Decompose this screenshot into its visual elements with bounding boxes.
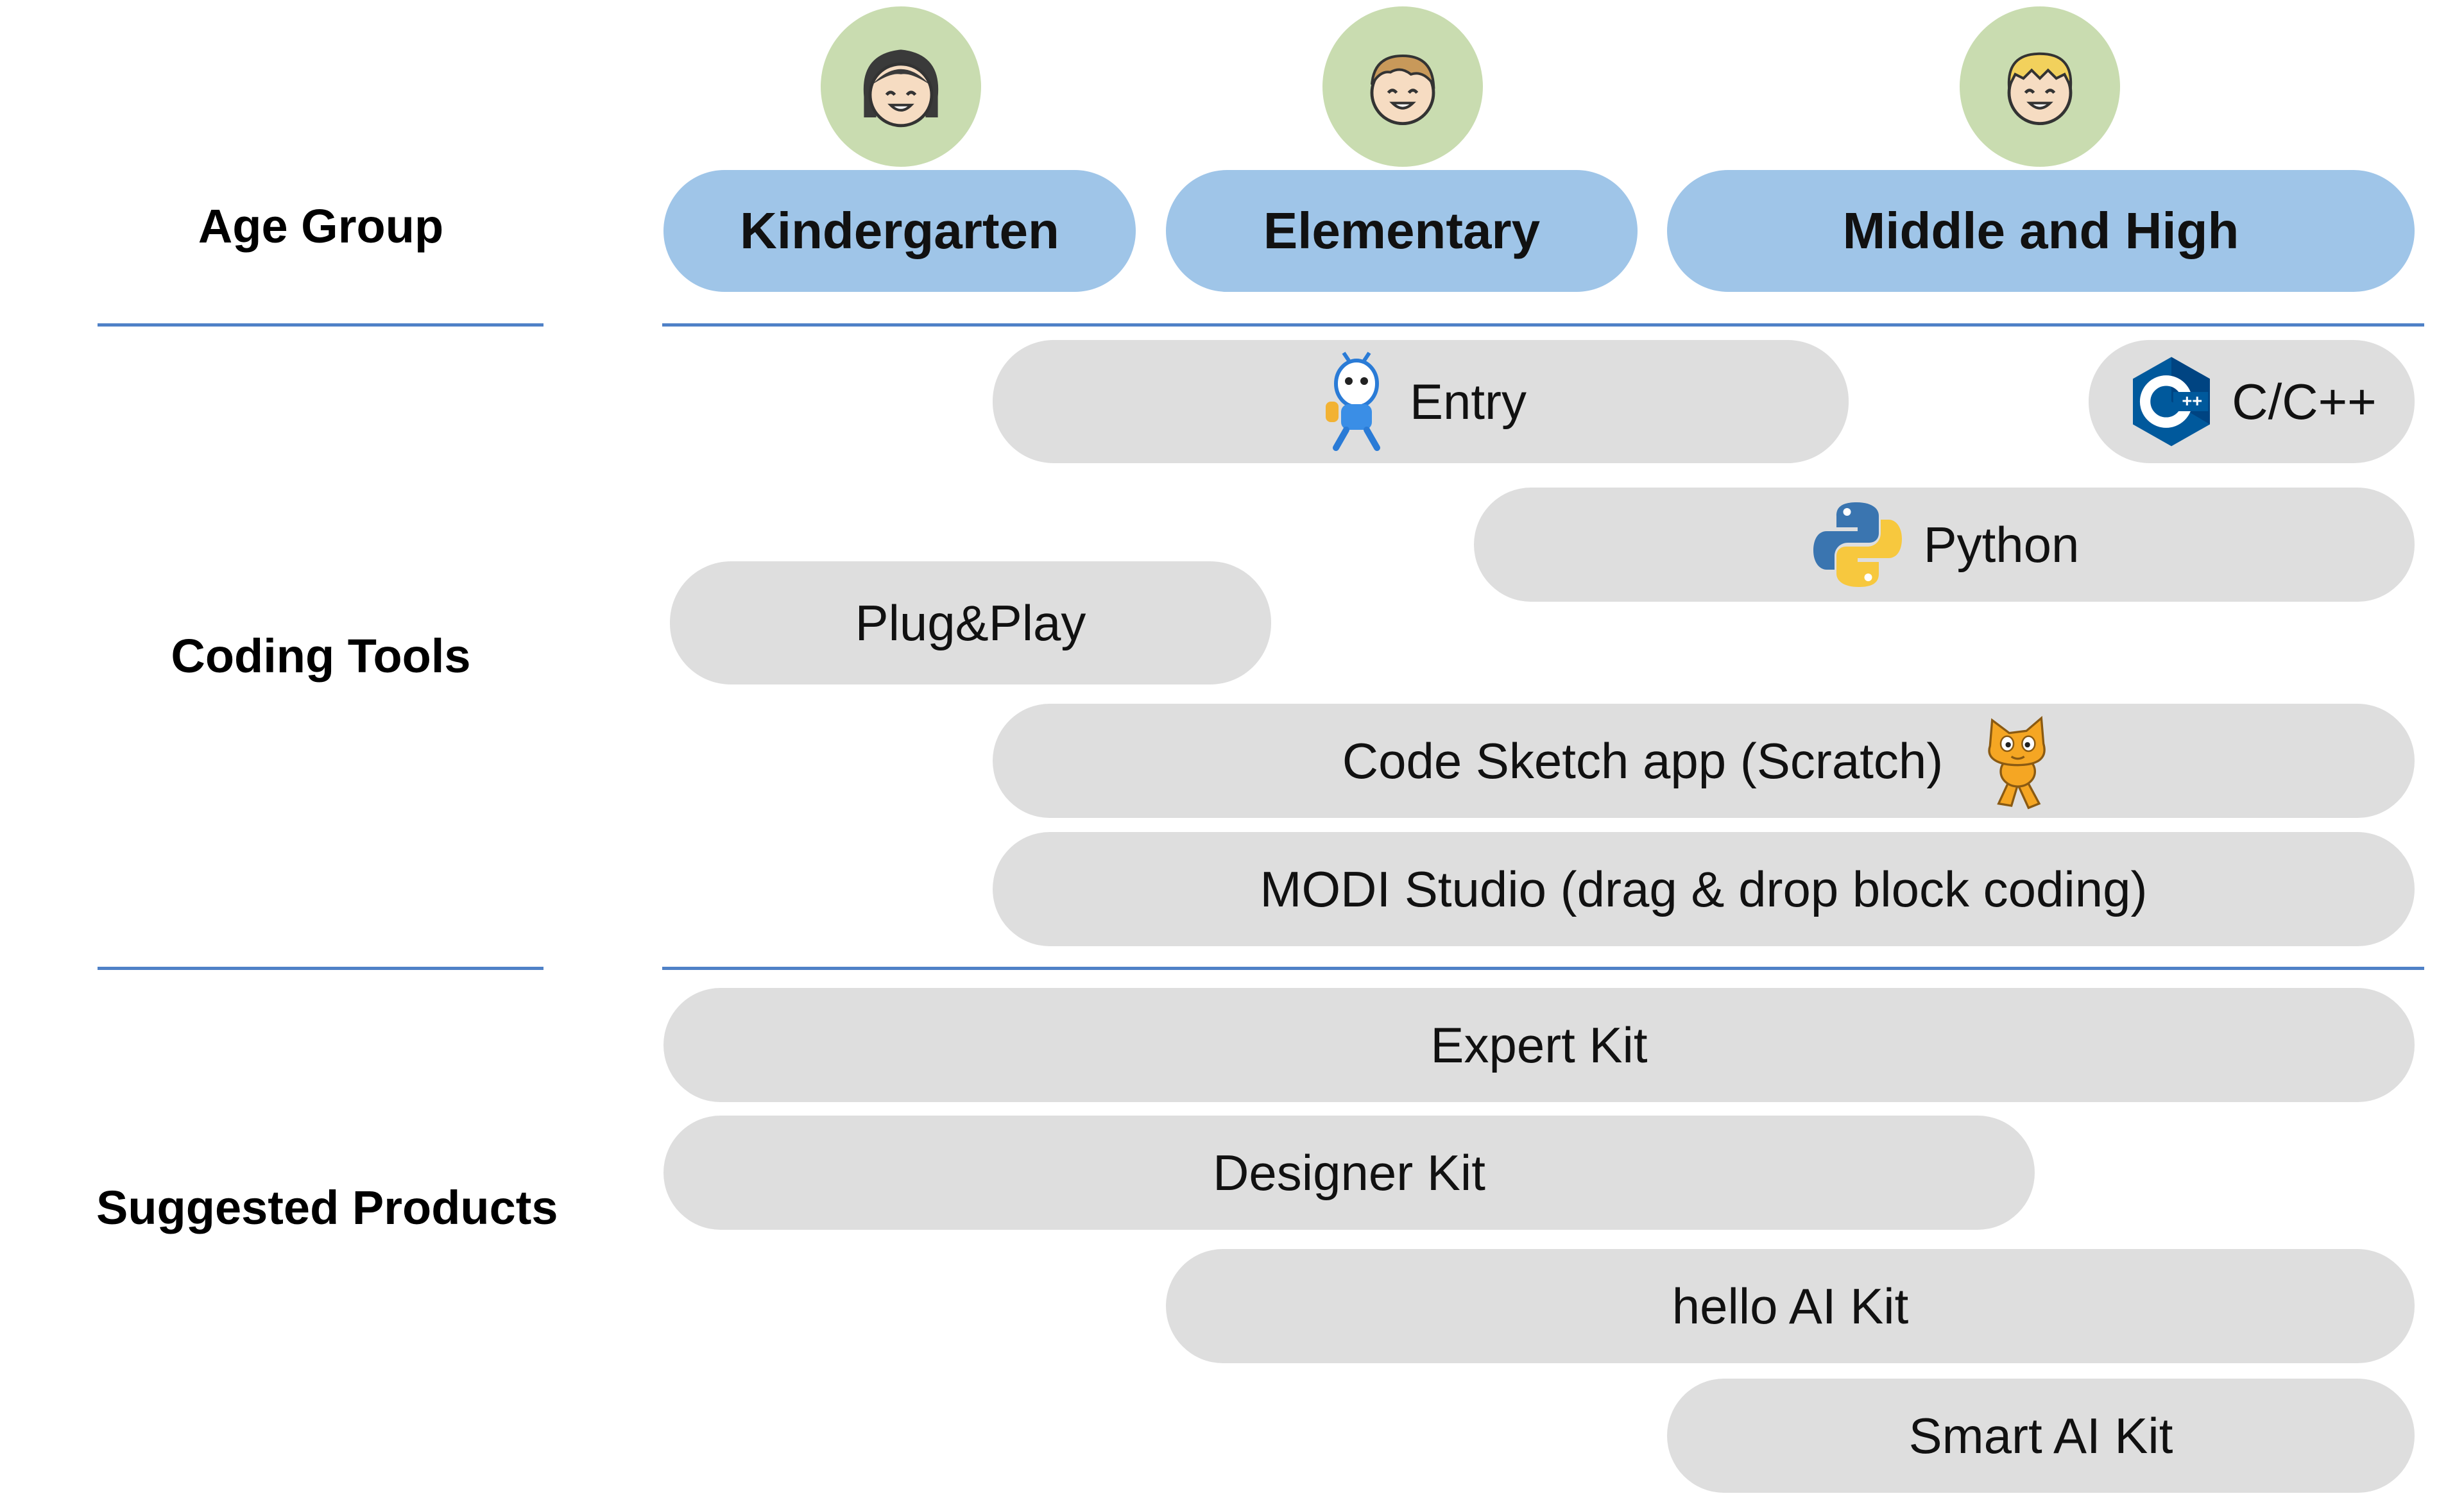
product-pill-designer-kit: Designer Kit (663, 1116, 2035, 1230)
product-pill-hello-ai-kit: hello AI Kit (1166, 1249, 2415, 1363)
product-pill-expert-kit: Expert Kit (663, 988, 2415, 1102)
divider-left-bottom (98, 967, 543, 970)
age-pill-elementary: Elementary (1166, 170, 1638, 292)
scratch-cat-icon (1988, 715, 2046, 810)
girl-face-icon (821, 6, 981, 167)
tool-pill-python: Python (1474, 488, 2415, 602)
cpp-logo-icon: ++ (2133, 357, 2211, 446)
tool-pill-cpp: ++ C/C++ (2089, 340, 2415, 463)
product-pill-smart-ai-kit: Smart AI Kit (1667, 1379, 2415, 1493)
tool-label-scratch: Code Sketch app (Scratch) (1342, 732, 1944, 789)
row-label-age-group: Age Group (198, 200, 444, 253)
boy-face-icon (1322, 6, 1483, 167)
tool-pill-plugplay: Plug&Play (670, 561, 1271, 684)
tool-label-python: Python (1923, 516, 2080, 573)
tool-label-cpp: C/C++ (2232, 373, 2377, 430)
python-logo-icon (1813, 502, 1902, 587)
divider-left-top (98, 323, 543, 327)
row-label-coding-tools: Coding Tools (171, 629, 471, 683)
age-pill-middle-and-high: Middle and High (1667, 170, 2415, 292)
tool-label-entry: Entry (1409, 373, 1527, 430)
entry-robot-icon (1325, 352, 1380, 451)
row-label-suggested-products: Suggested Products (96, 1181, 558, 1234)
age-pill-kindergarten: Kindergarten (663, 170, 1136, 292)
tool-pill-entry: Entry (993, 340, 1849, 463)
tool-pill-scratch: Code Sketch app (Scratch) (993, 704, 2415, 818)
svg-text:++: ++ (2182, 391, 2203, 411)
blond-boy-face-icon (1960, 6, 2120, 167)
divider-right-top (662, 323, 2424, 327)
divider-right-bottom (662, 967, 2424, 970)
tool-pill-modi: MODI Studio (drag & drop block coding) (993, 832, 2415, 946)
